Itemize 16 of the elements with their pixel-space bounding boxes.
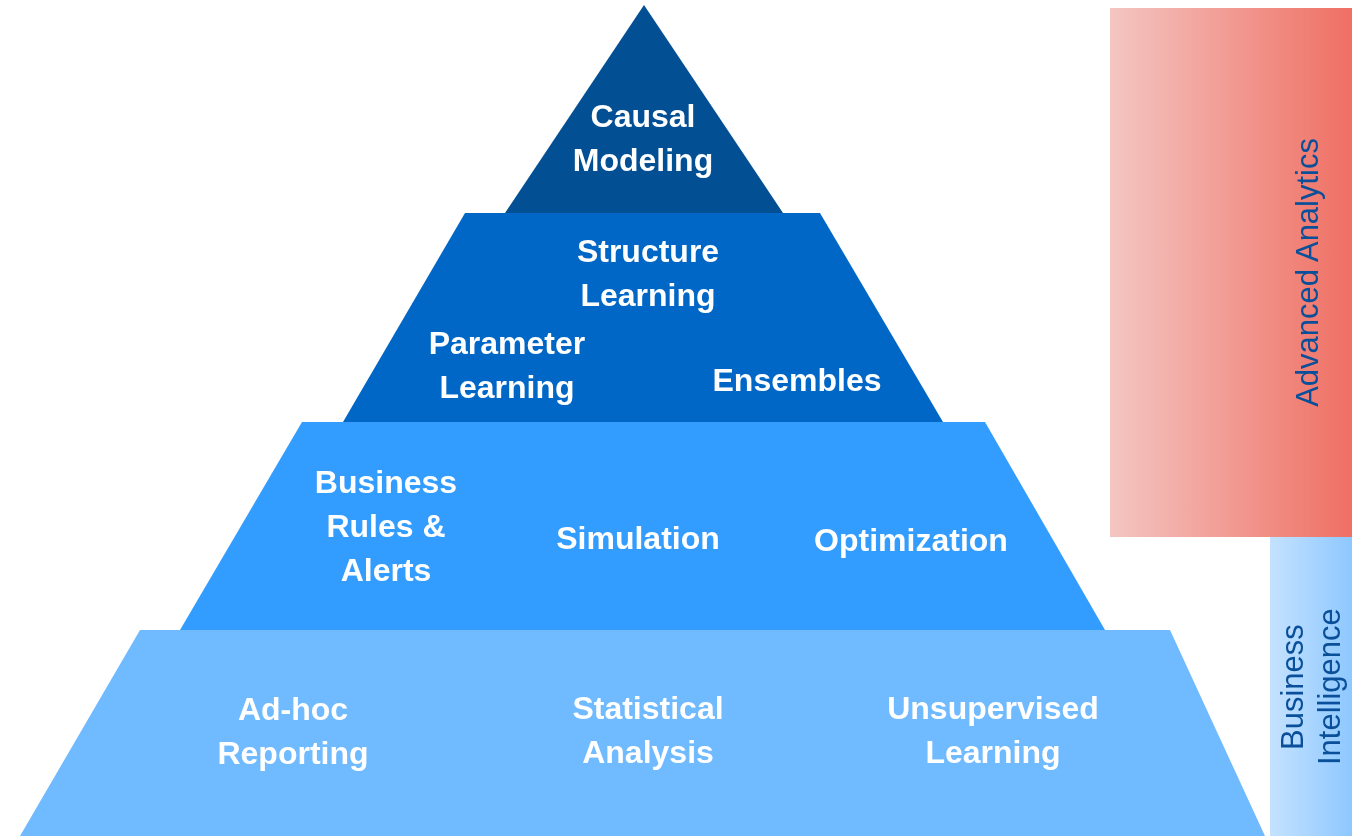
tier-item-label: Unsupervised Learning (863, 686, 1123, 774)
tier-item-label: Structure Learning (528, 229, 768, 317)
gradient-band (1270, 537, 1352, 836)
gradient-band (1110, 8, 1352, 537)
tier-item-label: Optimization (786, 518, 1036, 562)
tier-item-label: Statistical Analysis (538, 686, 758, 774)
pyramid-tier (343, 213, 943, 422)
tier-item-label: Parameter Learning (397, 321, 617, 409)
band-label: Advanced Analytics (1289, 138, 1326, 407)
tier-item-label: Simulation (528, 516, 748, 560)
tier-item-label: Ensembles (697, 358, 897, 402)
pyramid-tier (20, 630, 1265, 836)
pyramid-tier (180, 422, 1105, 630)
tier-item-label: Business Rules & Alerts (296, 460, 476, 592)
band-label: Business Intelligence (1274, 607, 1348, 767)
tier-item-label: Ad-hoc Reporting (193, 687, 393, 775)
